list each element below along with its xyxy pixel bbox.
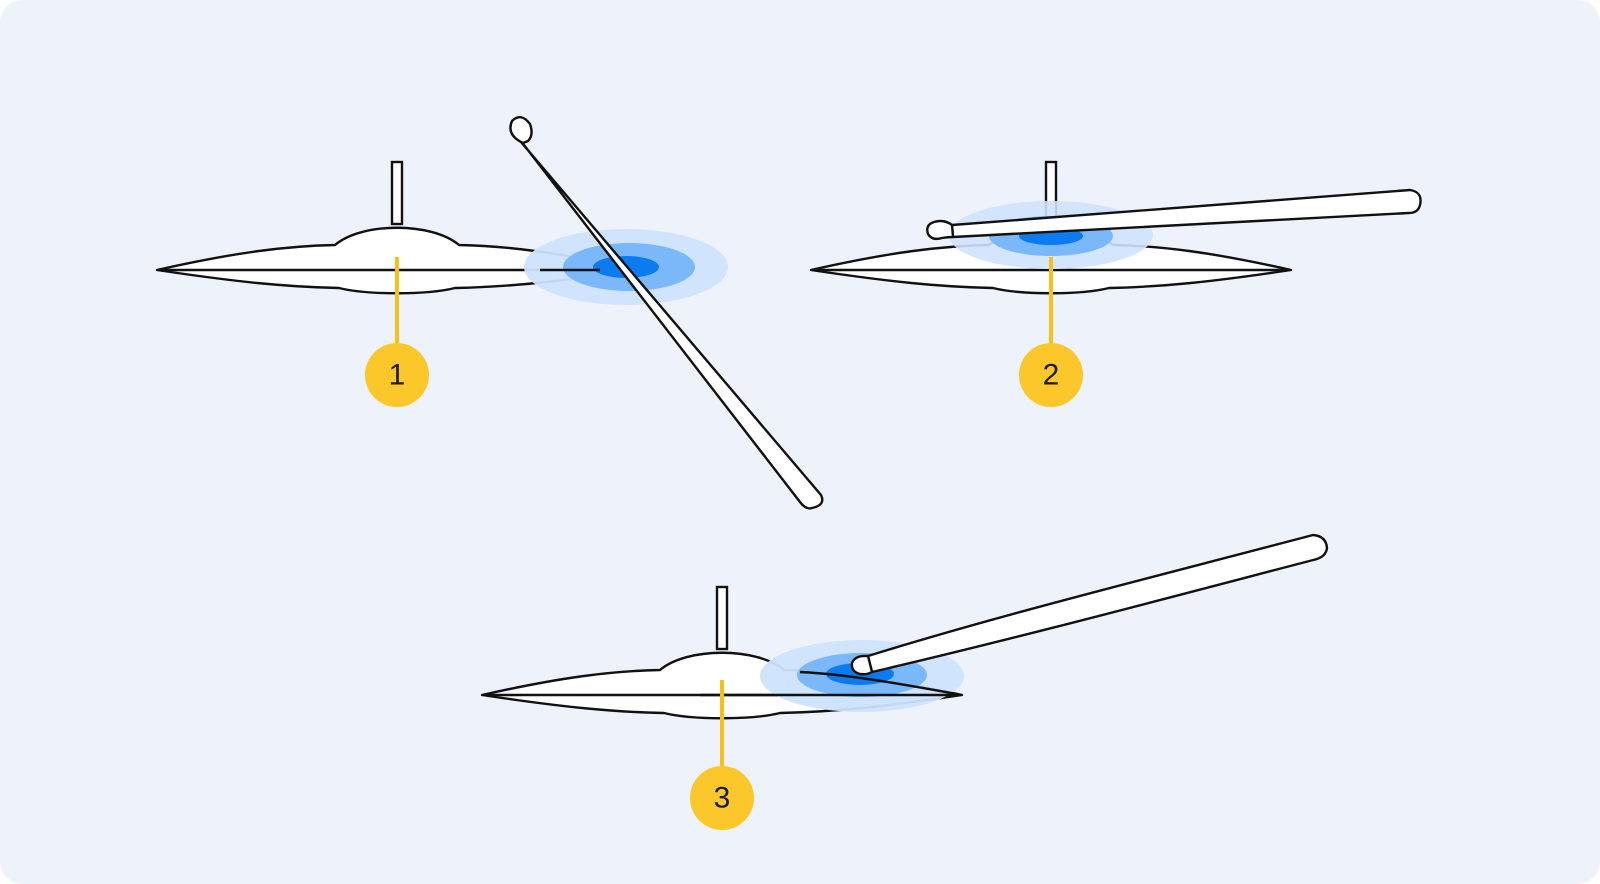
cymbal-3: 3 (480, 533, 1329, 830)
callout-number-3: 3 (714, 782, 731, 815)
drumstick-2 (926, 188, 1422, 241)
drumstick-3 (850, 533, 1329, 676)
callout-badge-3: 3 (690, 766, 754, 830)
cymbal-2: 2 (809, 160, 1422, 407)
drumstick-1 (509, 116, 824, 510)
callout-badge-1: 1 (365, 343, 429, 407)
callout-number-1: 1 (389, 359, 406, 392)
callout-number-2: 2 (1043, 359, 1060, 392)
cymbal-1: 1 (155, 116, 824, 510)
callout-badge-2: 2 (1019, 343, 1083, 407)
